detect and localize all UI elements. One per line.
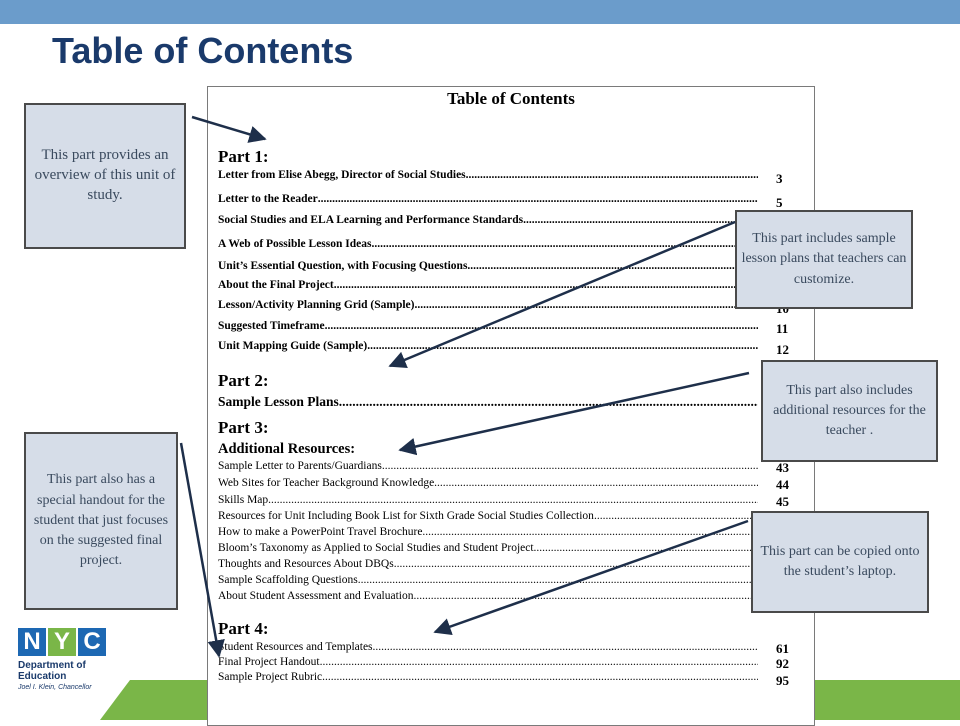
part2-heading: Part 2: [218,371,269,390]
toc-entry-text: A Web of Possible Lesson Ideas [218,238,372,250]
toc-entry-text: Suggested Timeframe [218,320,325,332]
logo-letter-y: Y [48,628,76,656]
part1-heading: Part 1: [218,147,269,166]
toc-row: Sample Letter to Parents/Guardians [218,460,758,472]
toc-page-number: 12 [776,342,789,357]
green-band-wedge [100,680,130,720]
leader-dots [434,477,758,489]
toc-entry-text: Letter from Elise Abegg, Director of Soc… [218,169,466,181]
toc-entry-text: About the Final Project [218,279,334,291]
toc-entry-text: About Student Assessment and Evaluation [218,590,414,602]
leader-dots [523,214,758,226]
toc-page-number: 44 [776,477,789,492]
leader-dots [322,671,758,683]
leader-dots [414,299,758,311]
part3-subheading: Additional Resources: [218,441,356,457]
toc-entry-text: Student Resources and Templates [218,641,373,653]
callout-part2-lesson-plans: This part includes sample lesson plans t… [735,210,913,309]
toc-row: Web Sites for Teacher Background Knowled… [218,477,758,489]
leader-dots [394,558,758,570]
document-title: Table of Contents [447,89,575,108]
logo-chancellor-text: Joel I. Klein, Chancellor [18,684,92,691]
toc-row: Unit’s Essential Question, with Focusing… [218,260,758,272]
toc-entry-text: Unit’s Essential Question, with Focusing… [218,260,468,272]
toc-row: Resources for Unit Including Book List f… [218,510,758,522]
toc-entry-text: Thoughts and Resources About DBQs [218,558,394,570]
slide-title: Table of Contents [52,30,354,71]
leader-dots [373,641,758,653]
toc-page-number: 11 [776,321,789,336]
callout-part4-handout: This part also has a special handout for… [24,432,178,610]
toc-row: Letter to the Reader [218,193,758,205]
leader-dots [467,260,758,272]
toc-entry-text: Sample Lesson Plans [218,394,339,409]
toc-row: Lesson/Activity Planning Grid (Sample) [218,299,758,311]
toc-row: Skills Map [218,494,758,506]
toc-entry-text: How to make a PowerPoint Travel Brochure [218,526,423,538]
logo-department-text: Department of [18,660,86,671]
part3-heading: Part 3: [218,418,269,437]
toc-row: About Student Assessment and Evaluation [218,590,758,602]
toc-entry-text: Social Studies and ELA Learning and Perf… [218,214,524,226]
leader-dots [466,169,758,181]
toc-entry-text: Final Project Handout [218,656,320,668]
leader-dots [534,542,758,554]
toc-row: Sample Project Rubric [218,671,758,683]
callout-part4-laptop: This part can be copied onto the student… [751,511,929,613]
leader-dots [325,320,758,332]
toc-entry-text: Sample Project Rubric [218,671,323,683]
toc-entry-text: Bloom’s Taxonomy as Applied to Social St… [218,542,534,554]
toc-row: Sample Lesson Plans [218,394,758,410]
leader-dots [339,394,758,410]
toc-entry-text: Unit Mapping Guide (Sample) [218,340,368,352]
toc-row: Suggested Timeframe [218,320,758,332]
toc-page-number: 61 [776,641,789,656]
toc-row: Unit Mapping Guide (Sample) [218,340,758,352]
toc-entry-text: Web Sites for Teacher Background Knowled… [218,477,435,489]
leader-dots [334,279,758,291]
toc-page-number: 43 [776,460,789,475]
toc-page-number: 3 [776,171,783,186]
toc-row: Social Studies and ELA Learning and Perf… [218,214,758,226]
toc-row: About the Final Project [218,279,758,291]
toc-page-number: 95 [776,673,789,688]
toc-row: A Web of Possible Lesson Ideas [218,238,758,250]
toc-entry-text: Lesson/Activity Planning Grid (Sample) [218,299,415,311]
toc-page-number: 92 [776,656,789,671]
leader-dots [367,340,758,352]
toc-entry-text: Sample Letter to Parents/Guardians [218,460,382,472]
leader-dots [371,238,758,250]
toc-row: Final Project Handout [218,656,758,668]
leader-dots [594,510,758,522]
leader-dots [358,574,758,586]
leader-dots [382,460,758,472]
callout-part3-resources: This part also includes additional resou… [761,360,938,462]
toc-row: Bloom’s Taxonomy as Applied to Social St… [218,542,758,554]
toc-entry-text: Resources for Unit Including Book List f… [218,510,594,522]
nyc-doe-logo: N Y C Department of Education Joel I. Kl… [18,628,128,713]
toc-row: Student Resources and Templates [218,641,758,653]
leader-dots [320,656,758,668]
toc-entry-text: Sample Scaffolding Questions [218,574,358,586]
toc-entry-text: Skills Map [218,494,269,506]
toc-entry-text: Letter to the Reader [218,193,318,205]
leader-dots [413,590,758,602]
leader-dots [422,526,758,538]
top-bar [0,0,960,24]
toc-row: Letter from Elise Abegg, Director of Soc… [218,169,758,181]
toc-row: Thoughts and Resources About DBQs [218,558,758,570]
callout-part1-overview: This part provides an overview of this u… [24,103,186,249]
logo-education-text: Education [18,671,67,682]
toc-page-number: 45 [776,494,789,509]
leader-dots [318,193,758,205]
toc-row: Sample Scaffolding Questions [218,574,758,586]
toc-page-number: 5 [776,195,783,210]
leader-dots [268,494,758,506]
part4-heading: Part 4: [218,619,269,638]
logo-letters: N Y C [18,628,128,656]
toc-document: Table of Contents Part 1: Letter from El… [207,86,815,726]
logo-letter-n: N [18,628,46,656]
toc-row: How to make a PowerPoint Travel Brochure [218,526,758,538]
logo-letter-c: C [78,628,106,656]
